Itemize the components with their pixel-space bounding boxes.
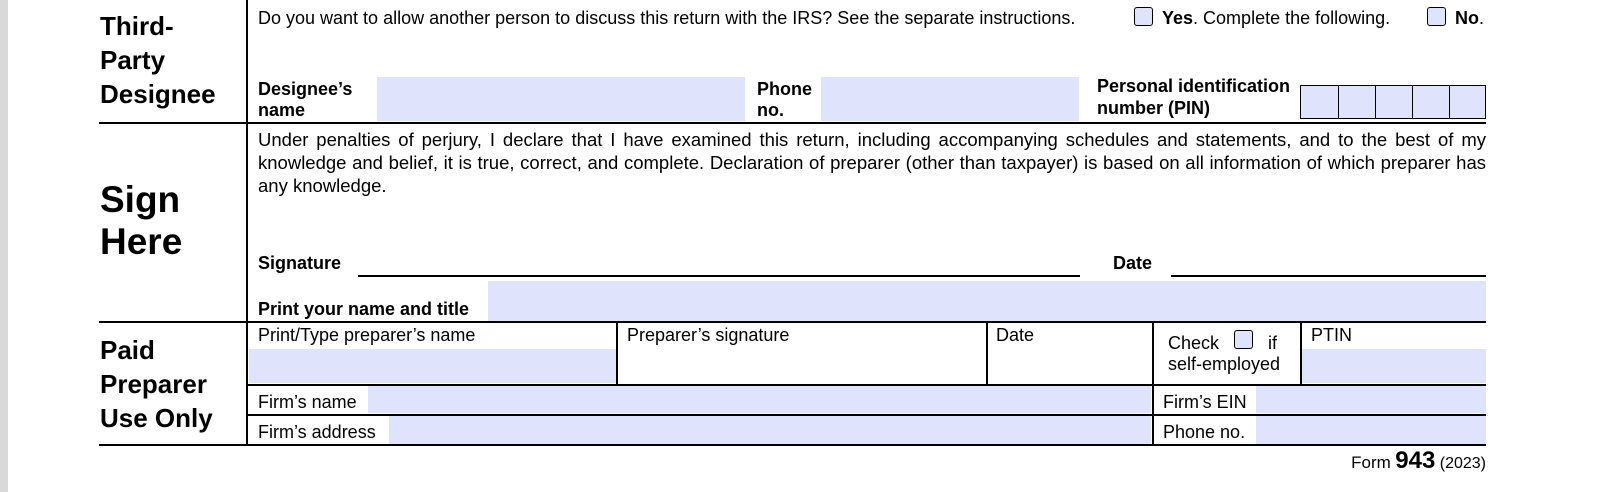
sign-date-line[interactable]: [1171, 275, 1486, 277]
preparer-date-label: Date: [996, 325, 1035, 345]
preparer-signature-label: Preparer’s signature: [627, 325, 790, 345]
designee-phone-field[interactable]: [821, 77, 1079, 121]
form-bottom-border: [99, 444, 1486, 446]
firm-address-field[interactable]: [389, 416, 1151, 444]
title-line: Designee: [100, 79, 216, 109]
label-line: name: [258, 100, 306, 120]
yes-checkbox[interactable]: [1134, 7, 1153, 26]
title-line: Use Only: [100, 403, 213, 433]
row-divider: [248, 414, 1486, 416]
designee-question: Do you want to allow another person to d…: [258, 8, 1076, 28]
firm-phone-label: Phone no.: [1163, 422, 1246, 442]
firm-name-label: Firm’s name: [258, 392, 357, 412]
self-employed-checkbox[interactable]: [1234, 330, 1253, 349]
phone-label: Phone no.: [757, 79, 812, 121]
designee-name-field[interactable]: [377, 77, 745, 121]
preparer-name-field[interactable]: [249, 349, 616, 383]
section-divider: [99, 122, 1486, 124]
pin-digit-1[interactable]: [1301, 86, 1338, 118]
no-label: No: [1455, 8, 1479, 28]
label-line: Phone: [757, 79, 813, 99]
firm-ein-label: Firm’s EIN: [1163, 392, 1247, 412]
pin-digit-2[interactable]: [1338, 86, 1375, 118]
title-line: Sign: [100, 179, 181, 220]
firm-name-field[interactable]: [368, 386, 1151, 413]
sign-date-label: Date: [1113, 253, 1153, 273]
section-title-divider: [246, 0, 248, 446]
cell-divider: [986, 322, 988, 384]
pin-label: Personal identification number (PIN): [1097, 75, 1290, 119]
no-option-label: No.: [1455, 8, 1484, 29]
firm-ein-field[interactable]: [1256, 386, 1486, 413]
designee-name-label: Designee’s name: [258, 79, 352, 121]
firm-phone-field[interactable]: [1256, 416, 1486, 444]
title-line: Paid: [100, 335, 155, 365]
form-number: 943: [1395, 447, 1436, 474]
label-line: Designee’s: [258, 79, 353, 99]
title-line: Party: [100, 45, 166, 75]
print-name-field[interactable]: [488, 281, 1486, 321]
check-label: Check: [1168, 333, 1220, 353]
label-line: no.: [757, 100, 784, 120]
signature-label: Signature: [258, 253, 342, 273]
yes-label: Yes: [1162, 8, 1194, 28]
pin-digit-5[interactable]: [1449, 86, 1485, 118]
form-footer: Form 943 (2023): [1300, 447, 1486, 475]
title-line: Here: [100, 221, 183, 262]
cell-divider: [1300, 322, 1302, 384]
paid-preparer-title: Paid Preparer Use Only: [100, 333, 213, 435]
preparer-name-label: Print/Type preparer’s name: [258, 325, 476, 345]
no-suffix: .: [1479, 8, 1485, 28]
form-year: (2023): [1439, 455, 1486, 472]
print-name-label: Print your name and title: [258, 299, 470, 319]
title-line: Third-: [100, 11, 174, 41]
row-divider: [248, 384, 1486, 386]
self-employed-label: self-employed: [1168, 354, 1281, 374]
yes-option-label: Yes. Complete the following.: [1162, 8, 1390, 29]
section-divider: [99, 321, 1486, 323]
pin-digit-4[interactable]: [1412, 86, 1449, 118]
ptin-label: PTIN: [1311, 325, 1353, 345]
yes-suffix: . Complete the following.: [1193, 8, 1391, 28]
firm-address-label: Firm’s address: [258, 422, 376, 442]
form-prefix: Form: [1351, 453, 1391, 472]
page-gutter: [0, 0, 8, 492]
if-label: if: [1268, 333, 1277, 353]
pin-digit-3[interactable]: [1375, 86, 1412, 118]
ptin-field[interactable]: [1302, 349, 1486, 383]
label-line: Personal identification: [1097, 76, 1291, 96]
signature-line[interactable]: [358, 275, 1080, 277]
sign-here-title: Sign Here: [100, 179, 182, 263]
label-line: number (PIN): [1097, 98, 1211, 118]
declaration-text: Under penalties of perjury, I declare th…: [258, 129, 1486, 196]
no-checkbox[interactable]: [1427, 7, 1446, 26]
third-party-designee-title: Third- Party Designee: [100, 9, 216, 111]
cell-divider: [616, 322, 618, 384]
title-line: Preparer: [100, 369, 207, 399]
